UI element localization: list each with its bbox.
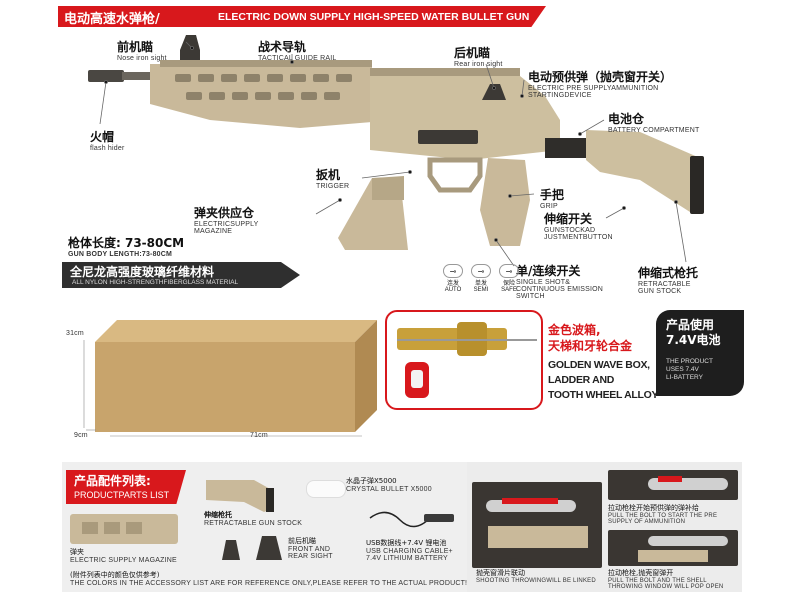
callout-retractable-stock: 伸缩式枪托 RETRACTABLE GUN STOCK xyxy=(638,266,699,295)
parts-note: (附件列表中的颜色仅供参考) THE COLORS IN THE ACCESSO… xyxy=(70,571,468,587)
box-depth: 9cm xyxy=(74,432,88,439)
callout-front-sight: 前机瞄 Nose iron sight xyxy=(117,40,167,62)
gearbox-title-cn: 金色波箱, 天梯和牙轮合金 xyxy=(548,323,633,353)
part-bullets-image xyxy=(306,480,346,498)
op-photo-shell-window xyxy=(608,530,738,566)
box-height: 31cm xyxy=(66,330,84,337)
battery-title-cn: 产品使用 7.4V电池 xyxy=(666,318,721,347)
op-photo-ejection-link xyxy=(472,482,602,568)
arrow-left-right-icon xyxy=(502,498,558,504)
fire-mode-selector: ⊸ 连发 AUTO ⊸ 单发 SEMI ⊸ 保险 SAFE xyxy=(440,264,522,293)
part-magazine: 弹夹 ELECTRIC SUPPLY MAGAZINE xyxy=(70,548,177,564)
callout-rear-sight: 后机瞄 Rear iron sight xyxy=(454,46,503,68)
parts-list-title: 产品配件列表: PRODUCTPARTS LIST xyxy=(66,470,186,504)
mode-auto: ⊸ 连发 AUTO xyxy=(440,264,466,293)
part-usb-battery: USB数据线+7.4V 锂电池 USB CHARGING CABLE+ 7.4V… xyxy=(366,539,453,562)
part-sights: 前后机瞄 FRONT AND REAR SIGHT xyxy=(288,537,333,560)
gearbox-panel xyxy=(385,310,543,410)
header-title-en: ELECTRIC DOWN SUPPLY HIGH-SPEED WATER BU… xyxy=(218,11,530,23)
gearbox-illustration xyxy=(397,322,537,398)
arrow-right-icon xyxy=(658,476,682,482)
callout-flash-hider: 火帽 flash hider xyxy=(90,130,125,152)
part-magazine-image xyxy=(70,514,178,544)
part-sights-image xyxy=(222,536,282,560)
callout-grip: 手把 GRIP xyxy=(540,188,565,210)
callout-fire-switch: 单/连续开关 SINGLE SHOT& CONTINUOUS EMISSION … xyxy=(516,264,604,300)
part-stock: 伸缩枪托 RETRACTABLE GUN STOCK xyxy=(204,511,303,527)
part-usb-battery-image xyxy=(369,511,454,528)
header-title-cn: 电动高速水弹枪/ xyxy=(64,12,160,27)
battery-title-en: THE PRODUCT USES 7.4V LI-BATTERY xyxy=(666,358,713,381)
callout-pre-supply: 电动预供弹（抛壳窗开关） ELECTRIC PRE SUPPLYAMMUNITI… xyxy=(528,70,673,99)
part-stock-image xyxy=(206,480,274,512)
op-photo-pull-bolt xyxy=(608,470,738,500)
callout-stock-button: 伸缩开关 GUNSTOCKAD JUSTMENTBUTTON xyxy=(544,212,613,241)
op-ejection-link: 抛壳窗滑片联动 SHOOTING THROWINGWILL BE LINKED xyxy=(476,569,596,584)
gearbox-title-en: GOLDEN WAVE BOX, LADDER AND TOOTH WHEEL … xyxy=(548,359,659,401)
callout-battery-compartment: 电池仓 BATTERY COMPARTMENT xyxy=(608,112,700,134)
mode-safe-icon: ⊸ xyxy=(499,264,519,278)
callout-body-length: 枪体长度: 73-80CM GUN BODY LENGTH:73-80CM xyxy=(68,236,185,258)
mode-semi: ⊸ 单发 SEMI xyxy=(468,264,494,293)
mode-auto-icon: ⊸ xyxy=(443,264,463,278)
battery-panel: 产品使用 7.4V电池 THE PRODUCT USES 7.4V LI-BAT… xyxy=(656,310,744,396)
op-pull-bolt: 拉动枪栓开始预供弹的弹补给 PULL THE BOLT TO START THE… xyxy=(608,504,718,525)
package-box xyxy=(95,320,377,432)
material-banner: 全尼龙高强度玻璃纤维材料 ALL NYLON HIGH-STRENGTHFIBE… xyxy=(62,262,300,288)
op-shell-window: 拉动枪栓,抛壳窗弹开 PULL THE BOLT AND THE SHELL T… xyxy=(608,569,724,590)
callout-trigger: 扳机 TRIGGER xyxy=(316,168,350,190)
callout-magazine: 弹夹供应仓 ELECTRICSUPPLY MAGAZINE xyxy=(194,206,259,235)
callout-rail: 战术导轨 TACTICAL GUIDE RAIL xyxy=(258,40,337,62)
box-length: 71cm xyxy=(250,432,268,439)
part-bullets: 水晶子弹X5000 CRYSTAL BULLET X5000 xyxy=(346,477,432,493)
mode-semi-icon: ⊸ xyxy=(471,264,491,278)
mode-safe: ⊸ 保险 SAFE xyxy=(496,264,522,293)
header-banner: 电动高速水弹枪/ ELECTRIC DOWN SUPPLY HIGH-SPEED… xyxy=(58,6,546,27)
